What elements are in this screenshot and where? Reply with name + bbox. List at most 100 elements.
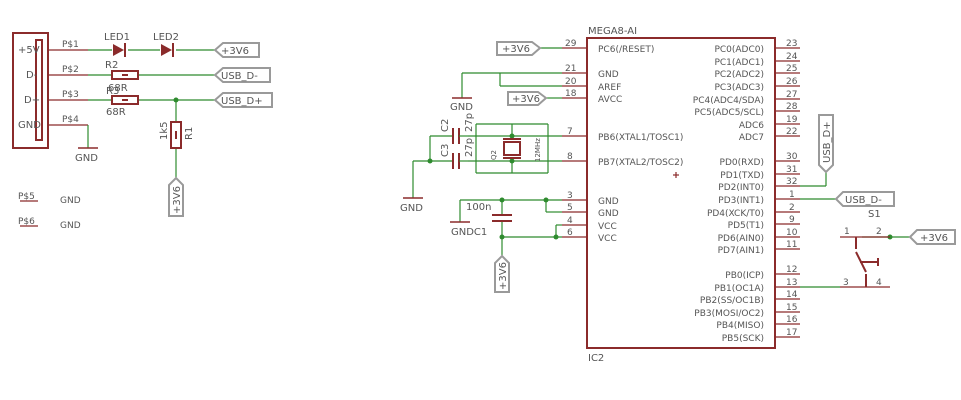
resistor-r1: 1k5 R1 <box>159 121 195 149</box>
ic2: MEGA8-AI IC2 29 21 20 18 7 8 3 5 4 6 PC6… <box>562 26 800 364</box>
crystal-name: Q2 <box>490 150 498 160</box>
ic-pin-num-15: 15 <box>786 303 797 313</box>
ic-pin-num-19: 19 <box>786 115 798 125</box>
ic-pin-num-27: 27 <box>786 90 797 100</box>
ic-pin-num-30: 30 <box>786 152 798 162</box>
net-flag-usb-dm-left: USB_D- <box>213 67 271 83</box>
flag-usb-dm-left-text: USB_D- <box>221 71 258 82</box>
ic-pin-label-pc0: PC0(ADC0) <box>714 45 764 55</box>
capacitor-c2: C2 27p <box>440 113 475 144</box>
ic-pin-num-9: 9 <box>789 215 795 225</box>
ic-pin-label-gnd-5: GND <box>598 209 619 219</box>
ic-pin-label-pc2: PC2(ADC2) <box>714 70 764 80</box>
flag-3v6-switch-text: +3V6 <box>920 233 948 244</box>
ic-pin-label-pc3: PC3(ADC3) <box>714 83 764 93</box>
ic-pin-label-pc1: PC1(ADC1) <box>714 58 764 68</box>
ic-pin-num-32: 32 <box>786 177 797 187</box>
ic-pin-label-vcc-6: VCC <box>598 234 617 244</box>
ic-pin-num-21: 21 <box>565 64 576 74</box>
flag-usb-dp-right-text: USB_D+ <box>822 121 833 163</box>
ic-pin-label-pb0: PB0(ICP) <box>725 271 764 281</box>
ic-pin-label-pb7: PB7(XTAL2/TOSC2) <box>598 158 683 168</box>
flag-3v6-reset-text: +3V6 <box>502 44 530 55</box>
usb-pad-3: P$3 <box>62 90 79 100</box>
ic-pin-num-11: 11 <box>786 240 797 250</box>
ic-pin-num-24: 24 <box>786 52 798 62</box>
net-flag-3v6-r1: +3V6 <box>168 176 184 217</box>
ic-pin-label-gnd-3: GND <box>598 197 619 207</box>
gnd-aref-label: GND <box>450 102 473 113</box>
s1-pin-1: 1 <box>844 227 850 237</box>
r2-value: 68R <box>108 83 128 94</box>
ic-pin-num-28: 28 <box>786 102 798 112</box>
middle-nets <box>412 47 562 256</box>
ic-pin-label-pc5: PC5(ADC5/SCL) <box>694 108 764 118</box>
gnd-symbol-crystal: GND <box>400 197 423 214</box>
gnd-decoupling-label: GNDC1 <box>451 227 487 238</box>
flag-usb-dm-right-text: USB_D- <box>845 195 882 206</box>
s1-pin-2: 2 <box>876 227 882 237</box>
usb-pin-dp: D+ <box>24 95 40 106</box>
net-flag-usb-dm-right: USB_D- <box>834 191 895 207</box>
c2-value: 27p <box>464 113 475 132</box>
ic-pin-num-7: 7 <box>567 127 573 137</box>
extra-pads: P$5 GND P$6 GND <box>18 192 81 231</box>
usb-pin-dm: D- <box>26 70 38 81</box>
flag-3v6-avcc-text: +3V6 <box>512 94 540 105</box>
ic-pin-num-23: 23 <box>786 39 797 49</box>
ic-pin-num-18: 18 <box>565 89 577 99</box>
usb-pad-1: P$1 <box>62 40 79 50</box>
ic-pin-label-pb3: PB3(MOSI/OC2) <box>694 309 764 319</box>
ic-pin-num-4: 4 <box>567 216 573 226</box>
ic-pin-num-1: 1 <box>789 190 795 200</box>
c3-name: C3 <box>440 144 451 157</box>
ic-pin-label-gnd-21: GND <box>598 70 619 80</box>
ic-pin-label-pb5: PB5(SCK) <box>722 334 764 344</box>
ic-pin-label-adc6: ADC6 <box>739 121 764 131</box>
ic-pin-label-avcc: AVCC <box>598 95 622 105</box>
c3-value: 27p <box>464 138 475 157</box>
ic-pin-label-pd5: PD5(T1) <box>728 221 764 231</box>
ic-pin-label-pd7: PD7(AIN1) <box>718 246 764 256</box>
r1-name: R1 <box>184 127 195 140</box>
ic-pin-label-adc7: ADC7 <box>739 133 764 143</box>
r3-name: R3 <box>106 86 119 97</box>
left-nets <box>87 49 215 178</box>
led1-label: LED1 <box>104 32 130 43</box>
resistor-r3: R3 68R <box>106 86 139 118</box>
ic-pin-num-13: 13 <box>786 278 797 288</box>
gnd-symbol-aref: GND <box>450 97 473 113</box>
ic-pin-num-12: 12 <box>786 265 797 275</box>
net-flag-3v6-avcc: +3V6 <box>507 91 548 106</box>
ic-pin-num-25: 25 <box>786 64 797 74</box>
led2-label: LED2 <box>153 32 179 43</box>
usb-connector-plug <box>35 39 43 141</box>
ic-pin-num-22: 22 <box>786 127 797 137</box>
ic-pin-num-5: 5 <box>567 203 573 213</box>
net-flag-3v6-led: +3V6 <box>213 42 260 58</box>
flag-3v6-r1-text: +3V6 <box>172 186 183 214</box>
capacitor-c3: C3 27p <box>440 138 475 169</box>
ic-pin-label-pb2: PB2(SS/OC1B) <box>700 296 764 306</box>
r3-value: 68R <box>106 107 126 118</box>
ic-pin-label-pd3: PD3(INT1) <box>718 196 764 206</box>
ic-pin-num-10: 10 <box>786 228 798 238</box>
net-flag-3v6-reset: +3V6 <box>496 41 542 56</box>
net-flag-usb-dp-right: USB_D+ <box>818 114 834 174</box>
right-nets <box>800 172 910 288</box>
ic2-ref: IC2 <box>588 353 604 364</box>
ic2-body <box>586 37 776 349</box>
switch-s1: S1 1 2 3 4 <box>840 209 890 288</box>
ic-pin-label-pd4: PD4(XCK/T0) <box>707 209 764 219</box>
ic-pin-num-26: 26 <box>786 77 798 87</box>
ic-pin-num-6: 6 <box>567 228 573 238</box>
net-flag-usb-dp-left: USB_D+ <box>213 92 273 108</box>
flag-3v6-led-text: +3V6 <box>221 46 249 57</box>
usb-connector-body <box>12 32 49 149</box>
crystal-value: 12MHz <box>534 138 542 162</box>
ic-pin-label-pd6: PD6(AIN0) <box>718 234 764 244</box>
net-flag-3v6-vcc: +3V6 <box>494 254 510 293</box>
r1-value: 1k5 <box>159 121 170 140</box>
